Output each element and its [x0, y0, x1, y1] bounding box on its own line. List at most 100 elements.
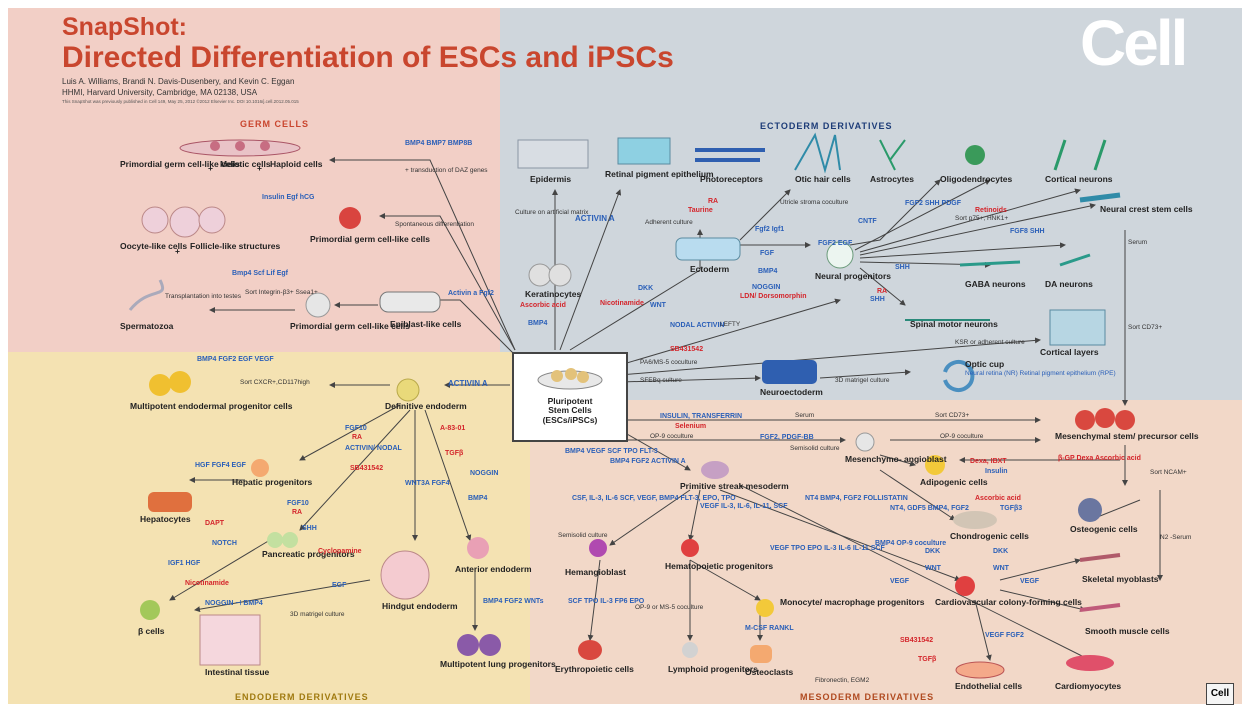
endo-cyclopamine: Cyclopamine: [318, 548, 362, 555]
meso-cardiovascular: Cardiovascular colony-forming cells: [935, 597, 1082, 607]
endo-igf1: IGF1 HGF: [168, 560, 201, 567]
endo-bmp4: BMP4: [468, 495, 488, 502]
meso-dkk-2: DKK: [993, 548, 1009, 555]
meso-vegf-il: VEGF IL-3, IL-6, IL-11, SCF: [700, 503, 788, 510]
meso-erythropoietic: Erythropoietic cells: [555, 664, 634, 674]
ecto-fgf2shh: FGF2 SHH PDGF: [905, 200, 962, 207]
ecto-taurine: Taurine: [688, 207, 713, 214]
ecto-nicotinamide: Nicotinamide: [600, 300, 644, 307]
endo-intestinal: Intestinal tissue: [205, 667, 270, 677]
endoderm-panel: [8, 352, 530, 704]
meso-insulin-2: Insulin: [985, 468, 1008, 475]
cell-logo-small: Cell: [1206, 683, 1234, 705]
endo-fgf10: FGF10: [345, 425, 367, 432]
germ-plus-1: +: [208, 163, 213, 173]
germ-follicle: Follicle-like structures: [190, 241, 281, 251]
meso-adipogenic: Adipogenic cells: [920, 477, 988, 487]
meso-semisolid: Semisolid culture: [790, 445, 840, 452]
germ-meiotic: Meiotic cells: [220, 159, 271, 169]
meso-vegf-list: VEGF TPO EPO IL-3 IL-6 IL-11 SCF: [770, 545, 885, 552]
germ-sort: Sort Integrin-β3+ Ssea1+: [245, 289, 318, 296]
meso-hemangioblast: Hemangioblast: [565, 567, 626, 577]
endo-nicotinamide: Nicotinamide: [185, 580, 229, 587]
meso-msc: Mesenchymal stem/ precursor cells: [1055, 431, 1199, 441]
endo-fgf10-2: FGF10: [287, 500, 309, 507]
ecto-epidermis: Epidermis: [530, 174, 572, 184]
endo-egf: EGF: [332, 582, 347, 589]
ecto-cortical-layers: Cortical layers: [1040, 347, 1099, 357]
pluripotent-stem-cells-box: Pluripotent Stem Cells (ESCs/iPSCs): [512, 352, 628, 442]
ecto-da: DA neurons: [1045, 279, 1093, 289]
endo-anterior: Anterior endoderm: [455, 564, 532, 574]
endo-hgf: HGF FGF4 EGF: [195, 462, 246, 469]
meso-bmp4fgf2: BMP4 FGF2 ACTIVIN A: [610, 458, 686, 465]
center-label-1: Pluripotent: [547, 396, 593, 406]
germ-factor-activin: Activin a Fgf2: [448, 290, 494, 297]
ecto-ascorbic-bmp4: BMP4: [528, 320, 548, 327]
meso-csf: CSF, IL-3, IL-6 SCF, VEGF, BMP4 FLT-3, E…: [572, 495, 736, 502]
ecto-ectoderm: Ectoderm: [690, 264, 730, 274]
ecto-cntf: CNTF: [858, 218, 877, 225]
meso-sort-ncam: Sort NCAM+: [1150, 469, 1187, 476]
section-ecto: ECTODERM DERIVATIVES: [760, 121, 893, 131]
endo-tgfb: TGFβ: [445, 450, 464, 457]
endo-dapt: DAPT: [205, 520, 225, 527]
endo-ra-2: RA: [292, 509, 303, 516]
germ-factor-bmp: BMP4 BMP7 BMP8B: [405, 140, 473, 147]
meso-fgf2pdgf: FGF2, PDGF-BB: [760, 434, 814, 441]
meso-endothelial: Endothelial cells: [955, 681, 1023, 691]
ecto-adherent: Adherent culture: [645, 219, 693, 226]
ecto-astrocytes: Astrocytes: [870, 174, 914, 184]
citation-note: This SnapShot was previously published i…: [62, 99, 299, 104]
meso-vegffgf2: VEGF FGF2: [985, 632, 1024, 639]
meso-sort-cd73: Sort CD73+: [935, 412, 970, 419]
meso-monocyte: Monocyte/ macrophage progenitors: [780, 597, 925, 607]
meso-smooth-muscle: Smooth muscle cells: [1085, 626, 1170, 636]
meso-op9ms5: OP-9 or MS-5 coculture: [635, 604, 704, 611]
meso-fibronectin: Fibronectin, EGM2: [815, 677, 870, 684]
ecto-sb: SB431542: [670, 346, 704, 353]
germ-transplant: Transplantation into testes: [165, 293, 241, 300]
germ-daz: + transduction of DAZ genes: [405, 167, 488, 174]
ecto-activin-a: ACTIVIN A: [575, 214, 615, 223]
ecto-neuroectoderm: Neuroectoderm: [760, 387, 823, 397]
ecto-bmp4: BMP4: [758, 268, 778, 275]
ecto-sfebq: SFEBq culture: [640, 377, 682, 384]
meso-primitive-streak: Primitive streak mesoderm: [680, 481, 789, 491]
meso-insulin: INSULIN, TRANSFERRIN: [660, 413, 743, 420]
petri-dish-icon: [537, 368, 603, 390]
meso-tgfb3: TGFβ3: [1000, 505, 1023, 512]
endo-a8301: A-83-01: [440, 425, 466, 432]
meso-serum: Serum: [795, 412, 815, 419]
ecto-3d-matrigel: 3D matrigel culture: [835, 377, 890, 384]
authors: Luis A. Williams, Brandi N. Davis-Dusenb…: [62, 77, 295, 86]
endo-beta: β cells: [138, 626, 165, 636]
meso-sb: SB431542: [900, 637, 934, 644]
endo-shh: SHH: [302, 525, 317, 532]
ecto-shh: SHH: [895, 264, 910, 271]
ecto-gaba: GABA neurons: [965, 279, 1026, 289]
meso-semisolid-2: Semisolid culture: [558, 532, 608, 539]
ecto-optic-detail: Neural retina (NR) Retinal pigment epith…: [965, 370, 1116, 377]
meso-nt4: NT4 BMP4, FGF2 FOLLISTATIN: [805, 495, 908, 502]
meso-wnt-2: WNT: [993, 565, 1009, 572]
meso-ascorbic: Ascorbic acid: [975, 495, 1021, 502]
ecto-fgf: FGF: [760, 250, 774, 257]
meso-selenium: Selenium: [675, 423, 707, 430]
ecto-serum: Serum: [1128, 239, 1148, 246]
endo-bmp4fgf2: BMP4 FGF2 EGF VEGF: [197, 356, 274, 363]
ecto-ascorbic: Ascorbic acid: [520, 302, 566, 309]
ecto-nodal: NODAL ACTIVIN: [670, 322, 725, 329]
germ-pgc-like-3: Primordial germ cell-like cells: [290, 321, 411, 331]
germ-factor-bmp4: Bmp4 Scf Lif Egf: [232, 270, 289, 277]
section-germ: GERM CELLS: [240, 119, 310, 129]
endo-noggin-bmp4: NOGGIN ⊣ BMP4: [205, 600, 263, 607]
germ-plus-2: +: [257, 163, 262, 173]
meso-chondrogenic: Chondrogenic cells: [950, 531, 1029, 541]
title-line-2: Directed Differentiation of ESCs and iPS…: [62, 41, 674, 74]
meso-bgp: β-GP Dexa Ascorbic acid: [1058, 455, 1141, 462]
endo-hepatocytes: Hepatocytes: [140, 514, 191, 524]
ecto-ldn: LDN/ Dorsomorphin: [740, 293, 807, 300]
